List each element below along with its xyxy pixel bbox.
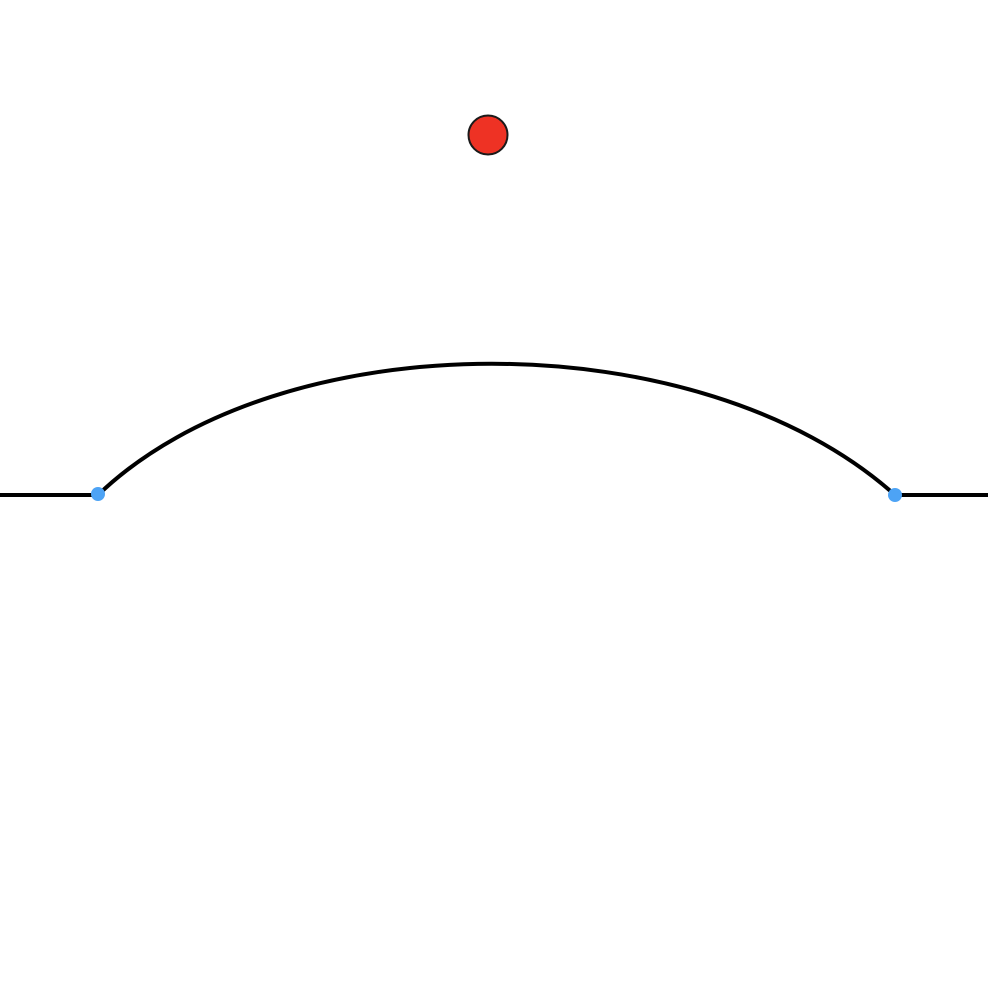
- ball[interactable]: [467, 114, 509, 156]
- left-anchor-point[interactable]: [91, 487, 105, 501]
- hill-curve: [96, 361, 897, 497]
- right-anchor-point[interactable]: [888, 488, 902, 502]
